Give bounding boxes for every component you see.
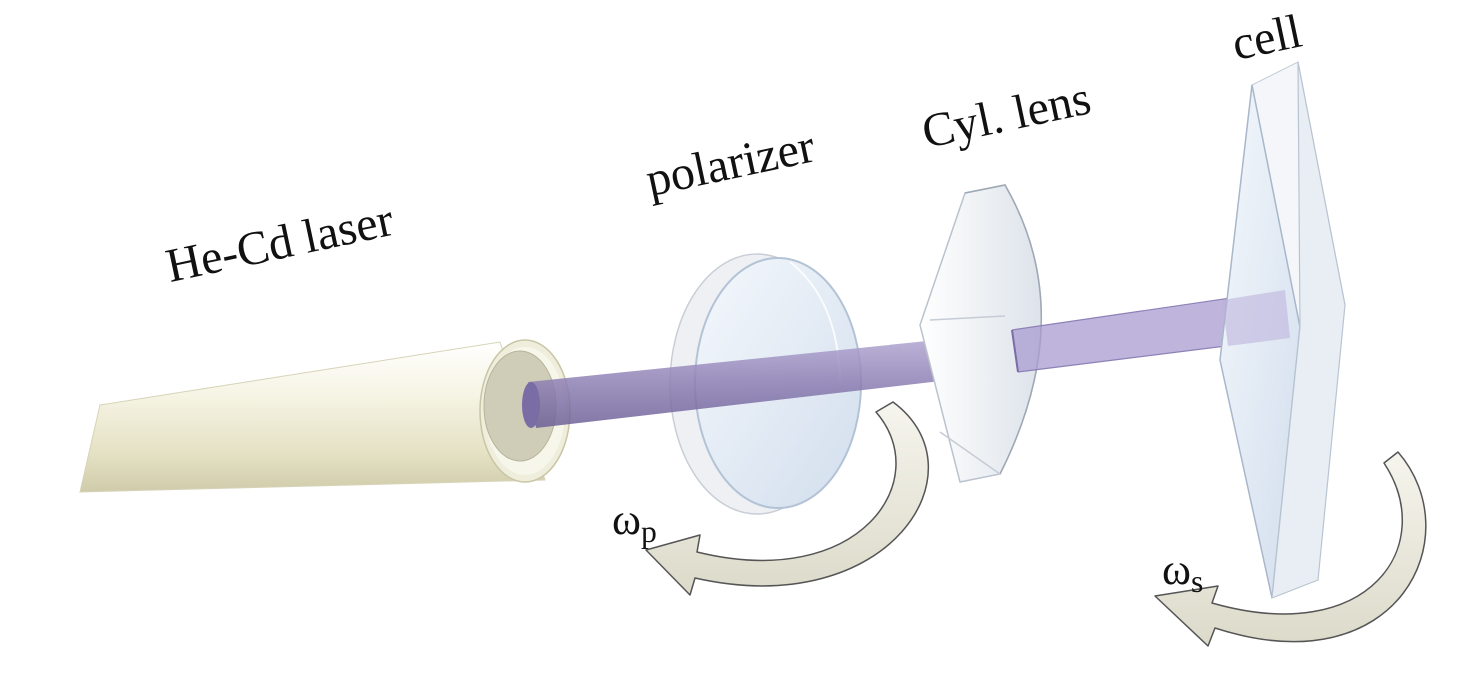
cell-angular-velocity-label: ωs [1162,548,1203,598]
omega-subscript: p [640,513,657,549]
omega-subscript: s [1190,563,1204,599]
cylindrical-lens [919,184,1042,483]
laser-tube [79,339,571,493]
sample-cell [1219,61,1346,599]
laser-beam [522,332,1018,428]
omega-symbol: ω [1162,545,1191,594]
polarizer-rotation-arrow [645,401,930,596]
omega-symbol: ω [612,495,641,544]
polarizer-angular-velocity-label: ωp [612,498,657,548]
cell-rotation-arrow [1154,451,1427,647]
